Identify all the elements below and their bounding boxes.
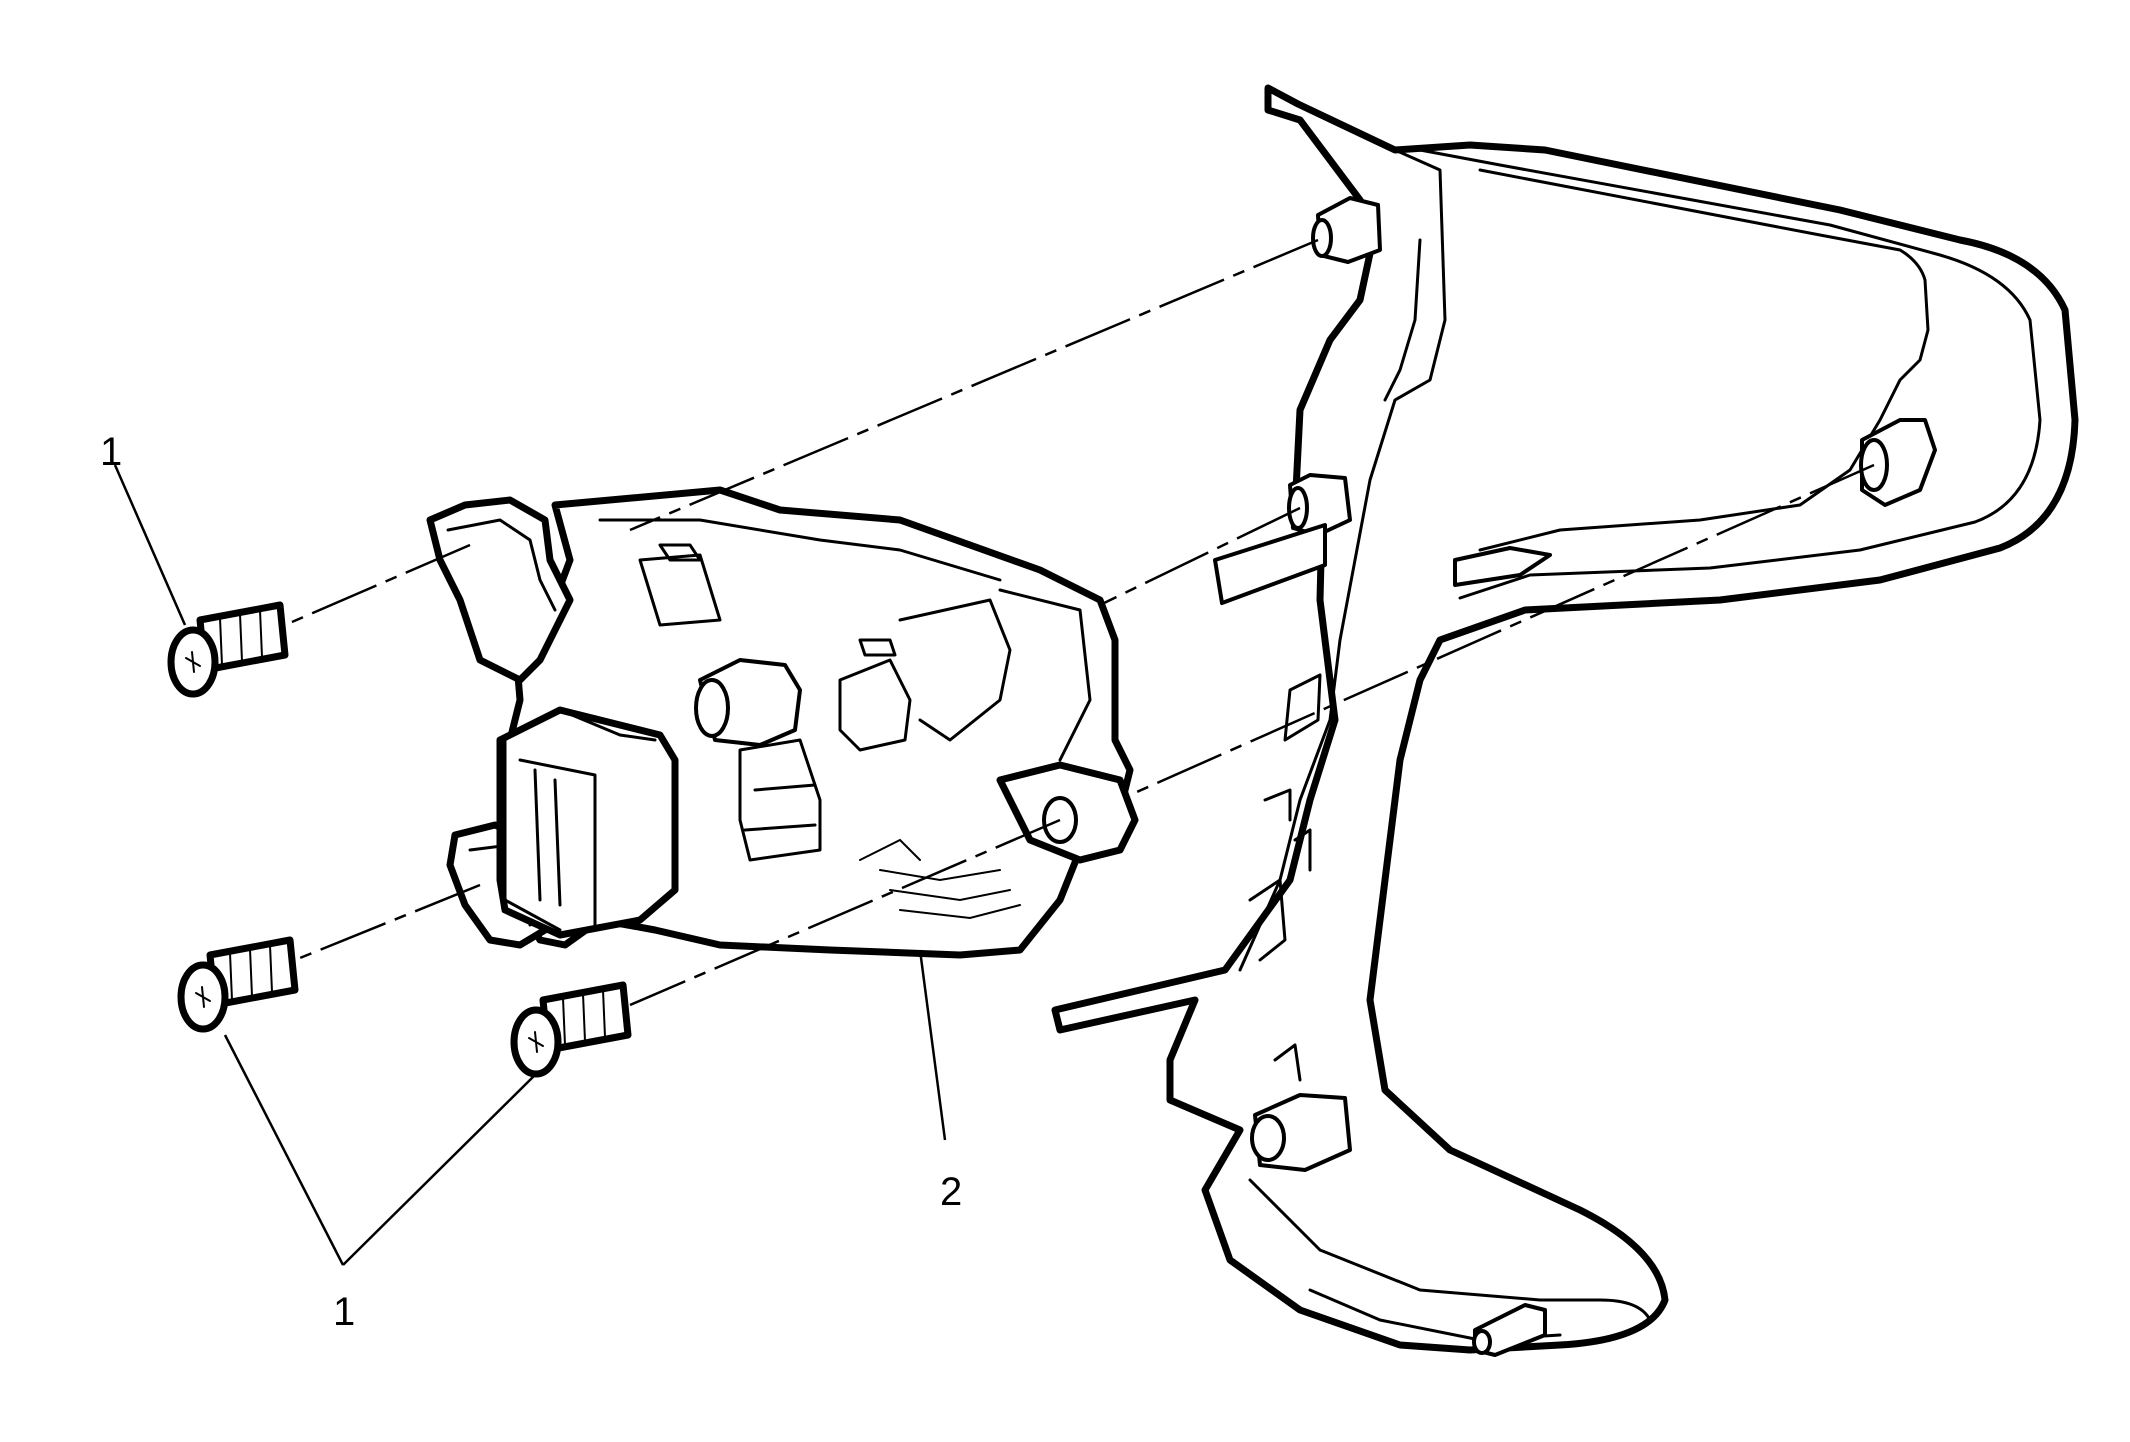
assembly-line-top bbox=[629, 238, 1319, 532]
callout-screw-group: 1 bbox=[333, 1290, 355, 1334]
callout-screw-top: 1 bbox=[100, 430, 122, 474]
screw-top bbox=[167, 601, 289, 698]
assembly-line-screw-low bbox=[629, 818, 1061, 1007]
screw-low bbox=[510, 981, 632, 1078]
screw-mid bbox=[177, 936, 299, 1033]
assembly-lines bbox=[284, 238, 1875, 1007]
callout-module: 2 bbox=[940, 1170, 962, 1214]
assembly-line-right bbox=[1129, 463, 1875, 797]
steering-wheel-trim bbox=[1051, 84, 2079, 1357]
switch-module bbox=[426, 486, 1139, 959]
leader-screw-mid bbox=[223, 1034, 345, 1266]
leader-screw-low bbox=[342, 1074, 536, 1266]
leader-screw-top bbox=[113, 464, 187, 626]
assembly-line-screw-mid bbox=[294, 883, 481, 962]
leader-module bbox=[918, 949, 947, 1141]
assembly-line-screw-top bbox=[284, 543, 471, 627]
assembly-line-mid bbox=[1099, 506, 1301, 607]
